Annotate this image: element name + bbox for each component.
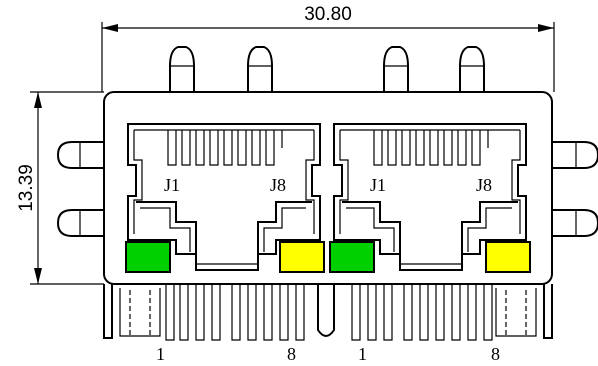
bottom-legs	[103, 284, 553, 339]
port-2-pin-8-label: 8	[491, 344, 500, 364]
height-dimension-label: 13.39	[16, 164, 37, 212]
port-2-label-j1: J1	[370, 175, 386, 195]
port-2-label-j8: J8	[476, 175, 492, 195]
width-dimension: 30.80	[101, 4, 555, 92]
port-2: J1 J8 1 8	[329, 123, 531, 364]
port-1-pins	[165, 284, 305, 341]
port-1: J1 J8 1 8	[125, 123, 325, 364]
port-1-contact-fingers	[167, 130, 283, 166]
width-arrow-left	[102, 24, 118, 32]
port-1-label-j8: J8	[270, 175, 286, 195]
width-arrow-right	[538, 24, 554, 32]
housing-outline	[103, 91, 553, 285]
height-arrow-top	[34, 92, 42, 108]
port-2-right-led	[485, 241, 531, 273]
port-1-pin-1-label: 1	[156, 344, 165, 364]
port-1-label-j1: J1	[164, 175, 180, 195]
width-dimension-label: 30.80	[304, 4, 352, 25]
port-2-pin-1-label: 1	[358, 344, 367, 364]
top-posts	[169, 46, 485, 92]
port-1-right-led	[279, 241, 325, 273]
port-2-outline	[333, 123, 527, 271]
port-2-contact-fingers	[373, 130, 489, 166]
side-tabs	[56, 141, 598, 237]
height-arrow-bottom	[34, 268, 42, 284]
port-1-pin-8-label: 8	[287, 344, 296, 364]
port-1-outline	[127, 123, 321, 271]
height-dimension: 13.39	[16, 91, 104, 285]
port-1-left-led	[125, 241, 171, 273]
port-2-pins	[351, 284, 493, 341]
port-2-left-led	[329, 241, 375, 273]
